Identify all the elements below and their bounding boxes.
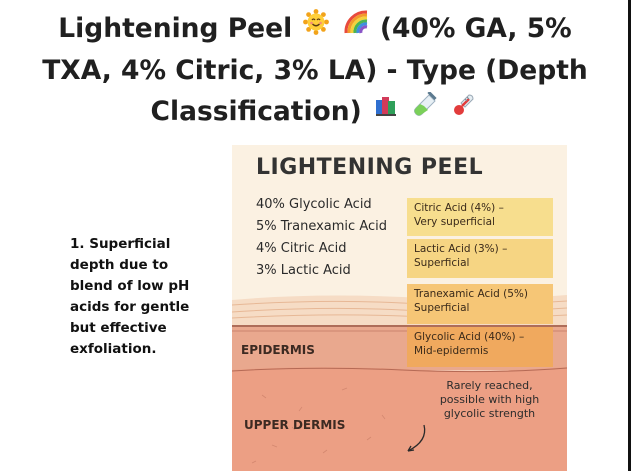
ingredient-item: 5% Tranexamic Acid <box>256 219 387 234</box>
explanation-line: 1. Superficial <box>70 236 171 252</box>
depth-explanation: 1. Superficial depth due to blend of low… <box>70 234 215 360</box>
ingredient-item: 40% Glycolic Acid <box>256 197 372 212</box>
tag-line: Very superficial <box>414 216 495 228</box>
explanation-line: depth due to <box>70 257 169 273</box>
glycolic-acid-tag: Glycolic Acid (40%) – Mid-epidermis <box>407 327 553 367</box>
tag-line: Lactic Acid (3%) – <box>414 243 508 255</box>
diagram-title: LIGHTENING PEEL <box>256 155 484 180</box>
epidermis-label: EPIDERMIS <box>241 343 315 357</box>
thermometer-icon <box>451 89 477 130</box>
explanation-line: but effective <box>70 320 167 336</box>
rainbow-icon <box>343 6 369 47</box>
tag-line: Mid-epidermis <box>414 345 489 357</box>
ingredient-item: 4% Citric Acid <box>256 241 347 256</box>
note-line: glycolic strength <box>443 407 536 420</box>
lactic-acid-tag: Lactic Acid (3%) – Superficial <box>407 239 553 278</box>
tag-line: Citric Acid (4%) – <box>414 202 504 214</box>
explanation-line: exfoliation. <box>70 341 157 357</box>
test-tube-icon <box>412 89 438 130</box>
tranexamic-acid-tag: Tranexamic Acid (5%) Superficial <box>407 284 553 324</box>
tag-line: Tranexamic Acid (5%) <box>414 288 528 300</box>
tag-line: Superficial <box>414 302 470 314</box>
dermis-note: Rarely reached, possible with high glyco… <box>427 379 552 421</box>
upper-dermis-label: UPPER DERMIS <box>244 418 346 432</box>
smiling-sun-icon <box>303 6 330 47</box>
ingredient-list: 40% Glycolic Acid 5% Tranexamic Acid 4% … <box>256 194 387 282</box>
window-edge <box>628 0 631 471</box>
tag-line: Glycolic Acid (40%) – <box>414 331 525 343</box>
note-line: Rarely reached, <box>446 379 533 392</box>
books-icon <box>373 89 399 130</box>
note-line: possible with high <box>439 393 540 406</box>
explanation-line: acids for gentle <box>70 299 190 315</box>
tag-line: Superficial <box>414 257 470 269</box>
title-line-3-text: Classification) <box>150 96 362 127</box>
citric-acid-tag: Citric Acid (4%) – Very superficial <box>407 198 553 236</box>
ingredient-item: 3% Lactic Acid <box>256 263 351 278</box>
title-line-1-text: Lightening Peel <box>58 13 293 44</box>
skin-depth-diagram: LIGHTENING PEEL 40% Glycolic Acid 5% Tra… <box>232 145 567 471</box>
title-line-1-suffix: (40% GA, 5% <box>379 13 572 44</box>
explanation-line: blend of low pH <box>70 278 190 294</box>
title-line-2: TXA, 4% Citric, 3% LA) - Type (Depth <box>42 55 588 86</box>
page-title: Lightening Peel <box>30 8 600 133</box>
curved-arrow-icon <box>407 424 426 452</box>
